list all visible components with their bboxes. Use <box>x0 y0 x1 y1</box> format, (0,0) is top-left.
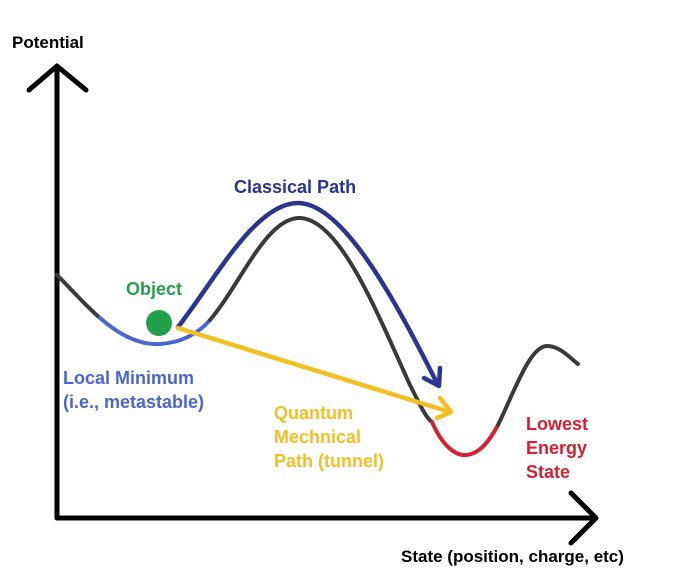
potential-curve-left <box>55 273 102 320</box>
classical-path-label: Classical Path <box>234 177 357 197</box>
object-ball <box>146 310 172 336</box>
local-minimum-line-1: Local Minimum <box>63 368 195 388</box>
x-axis-label: State (position, charge, etc) <box>401 547 624 566</box>
local-minimum-segment <box>98 316 212 347</box>
classical-arrowhead <box>421 365 443 389</box>
quantum-arrowhead <box>434 395 454 421</box>
lowest-line-3: State <box>526 462 571 482</box>
quantum-path-arrow <box>175 325 453 415</box>
quantum-line-3: Path (tunnel) <box>274 451 384 471</box>
local-minimum-label: Local Minimum (i.e., metastable) <box>63 366 204 414</box>
lowest-line-2: Energy <box>526 438 588 458</box>
y-axis-label: Potential <box>12 33 84 52</box>
quantum-line-2: Mechnical <box>274 427 362 447</box>
lowest-energy-segment <box>430 420 500 458</box>
lowest-energy-label: Lowest Energy State <box>526 412 588 484</box>
x-axis-arrowhead <box>568 490 599 546</box>
quantum-path-label: Quantum Mechnical Path (tunnel) <box>274 401 384 473</box>
y-axis-arrowhead <box>26 63 89 93</box>
classical-path-arrow <box>175 200 441 388</box>
potential-curve-right <box>496 344 580 427</box>
potential-curve-barrier <box>208 215 434 424</box>
lowest-line-1: Lowest <box>526 414 589 434</box>
quantum-line-1: Quantum <box>274 403 353 423</box>
local-minimum-line-2: (i.e., metastable) <box>63 392 205 412</box>
object-label: Object <box>126 279 183 299</box>
